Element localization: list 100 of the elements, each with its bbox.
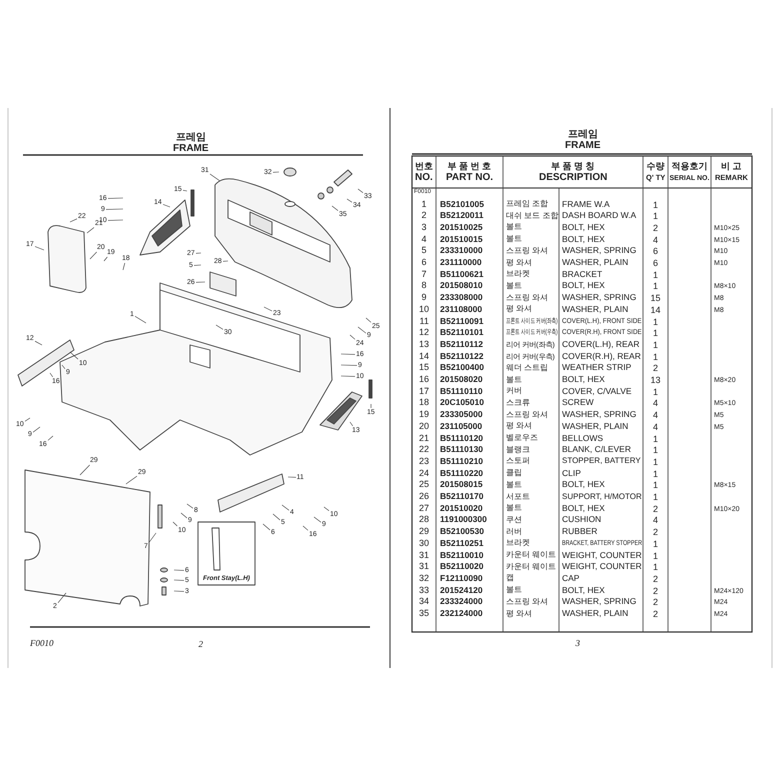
table-cell: 2 <box>653 364 658 374</box>
table-cell: 2 <box>653 598 658 608</box>
table-cell: 1 <box>653 481 658 490</box>
table-cell: 볼트 <box>506 376 522 384</box>
table-cell: B51110120 <box>440 434 484 442</box>
table-cell: 201508010 <box>440 281 483 290</box>
table-cell: 1 <box>653 340 658 350</box>
leader-line <box>134 316 146 324</box>
table-cell: 9 <box>422 293 427 302</box>
table-cell: 브라켓 <box>506 539 530 548</box>
leader-line <box>182 190 188 192</box>
table-cell: 233310000 <box>440 246 483 255</box>
table-cell: 35 <box>419 609 430 618</box>
table-cell: B52110251 <box>440 538 484 548</box>
table-cell: 27 <box>419 504 430 513</box>
table-cell: 클립 <box>506 469 522 478</box>
table-cell: B52110112 <box>440 340 484 348</box>
table-cell: B51110130 <box>440 445 484 454</box>
leader-line <box>314 516 322 523</box>
table-cell: 2 <box>653 528 658 538</box>
page-heading: FRAME <box>565 141 601 151</box>
table-cell: 볼트 <box>506 504 522 512</box>
table-cell: 21 <box>419 434 430 442</box>
leader-line <box>174 570 184 571</box>
table-cell: 1 <box>653 540 658 549</box>
table-cell: B52120011 <box>440 211 484 220</box>
table-cell: 4 <box>653 236 658 245</box>
page-heading: 프레임 <box>568 130 598 140</box>
table-cell: BOLT, HEX <box>562 222 605 232</box>
table-cell: 22 <box>419 445 430 454</box>
table-cell: 6 <box>653 259 658 268</box>
table-cell: BLANK, C/LEVER <box>562 445 631 454</box>
table-cell: 14 <box>419 352 430 361</box>
table-cell: BOLT, HEX <box>562 586 605 594</box>
table-cell: COVER(R.H), REAR <box>562 352 641 360</box>
table-cell: 4 <box>653 422 658 432</box>
leader-line <box>194 264 202 266</box>
table-cell: 카운터 웨이트 <box>506 562 556 571</box>
table-cell: 1 <box>653 388 658 397</box>
table-cell: 평 와셔 <box>506 305 532 314</box>
table-cell: B52110122 <box>440 352 484 360</box>
table-cell: 2 <box>653 504 658 514</box>
table-cell: 32 <box>419 574 430 583</box>
leader-line <box>358 326 366 334</box>
leader-line <box>346 198 352 203</box>
table-cell: BOLT, HEX <box>562 281 605 290</box>
leader-line <box>186 504 194 509</box>
table-cell: 201510025 <box>440 222 483 232</box>
leader-line <box>174 580 184 581</box>
table-cell: 1 <box>653 212 658 222</box>
table-cell: 201508020 <box>440 375 483 384</box>
column-header: 번호 <box>415 162 433 170</box>
table-cell: 볼트 <box>506 586 522 594</box>
table-cell: 233324000 <box>440 597 483 606</box>
leader-line <box>172 522 178 526</box>
table-cell: 17 <box>419 386 430 396</box>
table-cell: 카운터 웨이트 <box>506 551 556 559</box>
table-cell: 7 <box>422 270 427 279</box>
column-header: PART NO. <box>446 173 494 183</box>
leader-line <box>264 306 272 312</box>
table-cell: COVER(L.H), REAR <box>562 340 640 348</box>
table-cell: 1 <box>653 458 658 467</box>
table-cell: 평 와셔 <box>506 422 532 430</box>
table-cell: B51110210 <box>440 456 484 466</box>
table-cell: BOLT, HEX <box>562 480 605 489</box>
table-cell: 서포트 <box>506 492 530 500</box>
leader-line <box>108 198 124 199</box>
table-cell: COVER, C/VALVE <box>562 386 632 396</box>
table-cell: WASHER, PLAIN <box>562 422 628 430</box>
leader-line <box>48 436 54 441</box>
table-cell: 25 <box>419 480 430 490</box>
leader-line <box>282 504 290 511</box>
leader-line <box>370 404 372 408</box>
leader-line <box>340 376 356 377</box>
table-cell: 8 <box>422 281 427 290</box>
column-header: 수량 <box>646 162 664 170</box>
column-header: 비 고 <box>721 162 742 170</box>
table-cell: CLIP <box>562 468 581 478</box>
table-cell: 233308000 <box>440 293 483 302</box>
leader-line <box>50 372 54 378</box>
table-cell: 스토퍼 <box>506 457 530 466</box>
table-cell: 2 <box>653 224 658 233</box>
leader-line <box>196 252 202 254</box>
table-cell: 30 <box>419 538 430 548</box>
table-cell: WASHER, PLAIN <box>562 304 628 314</box>
table-cell: 1191000300 <box>440 515 487 524</box>
table-cell: 쿠션 <box>506 516 522 524</box>
leader-line <box>126 476 138 484</box>
table-cell: 231108000 <box>440 304 482 314</box>
leader-line <box>32 426 40 433</box>
table-cell: WASHER, SPRING <box>562 246 636 255</box>
leader-line <box>34 340 42 346</box>
page-code: F0010 <box>30 638 54 648</box>
table-cell: 201510015 <box>440 234 483 244</box>
leader-line <box>366 318 372 323</box>
table-cell: 캡 <box>506 574 514 582</box>
table-cell: 스프링 와셔 <box>506 410 548 419</box>
table-cell: B52100530 <box>440 527 484 536</box>
table-cell: B52110101 <box>440 328 484 337</box>
table-cell: 13 <box>650 376 661 385</box>
